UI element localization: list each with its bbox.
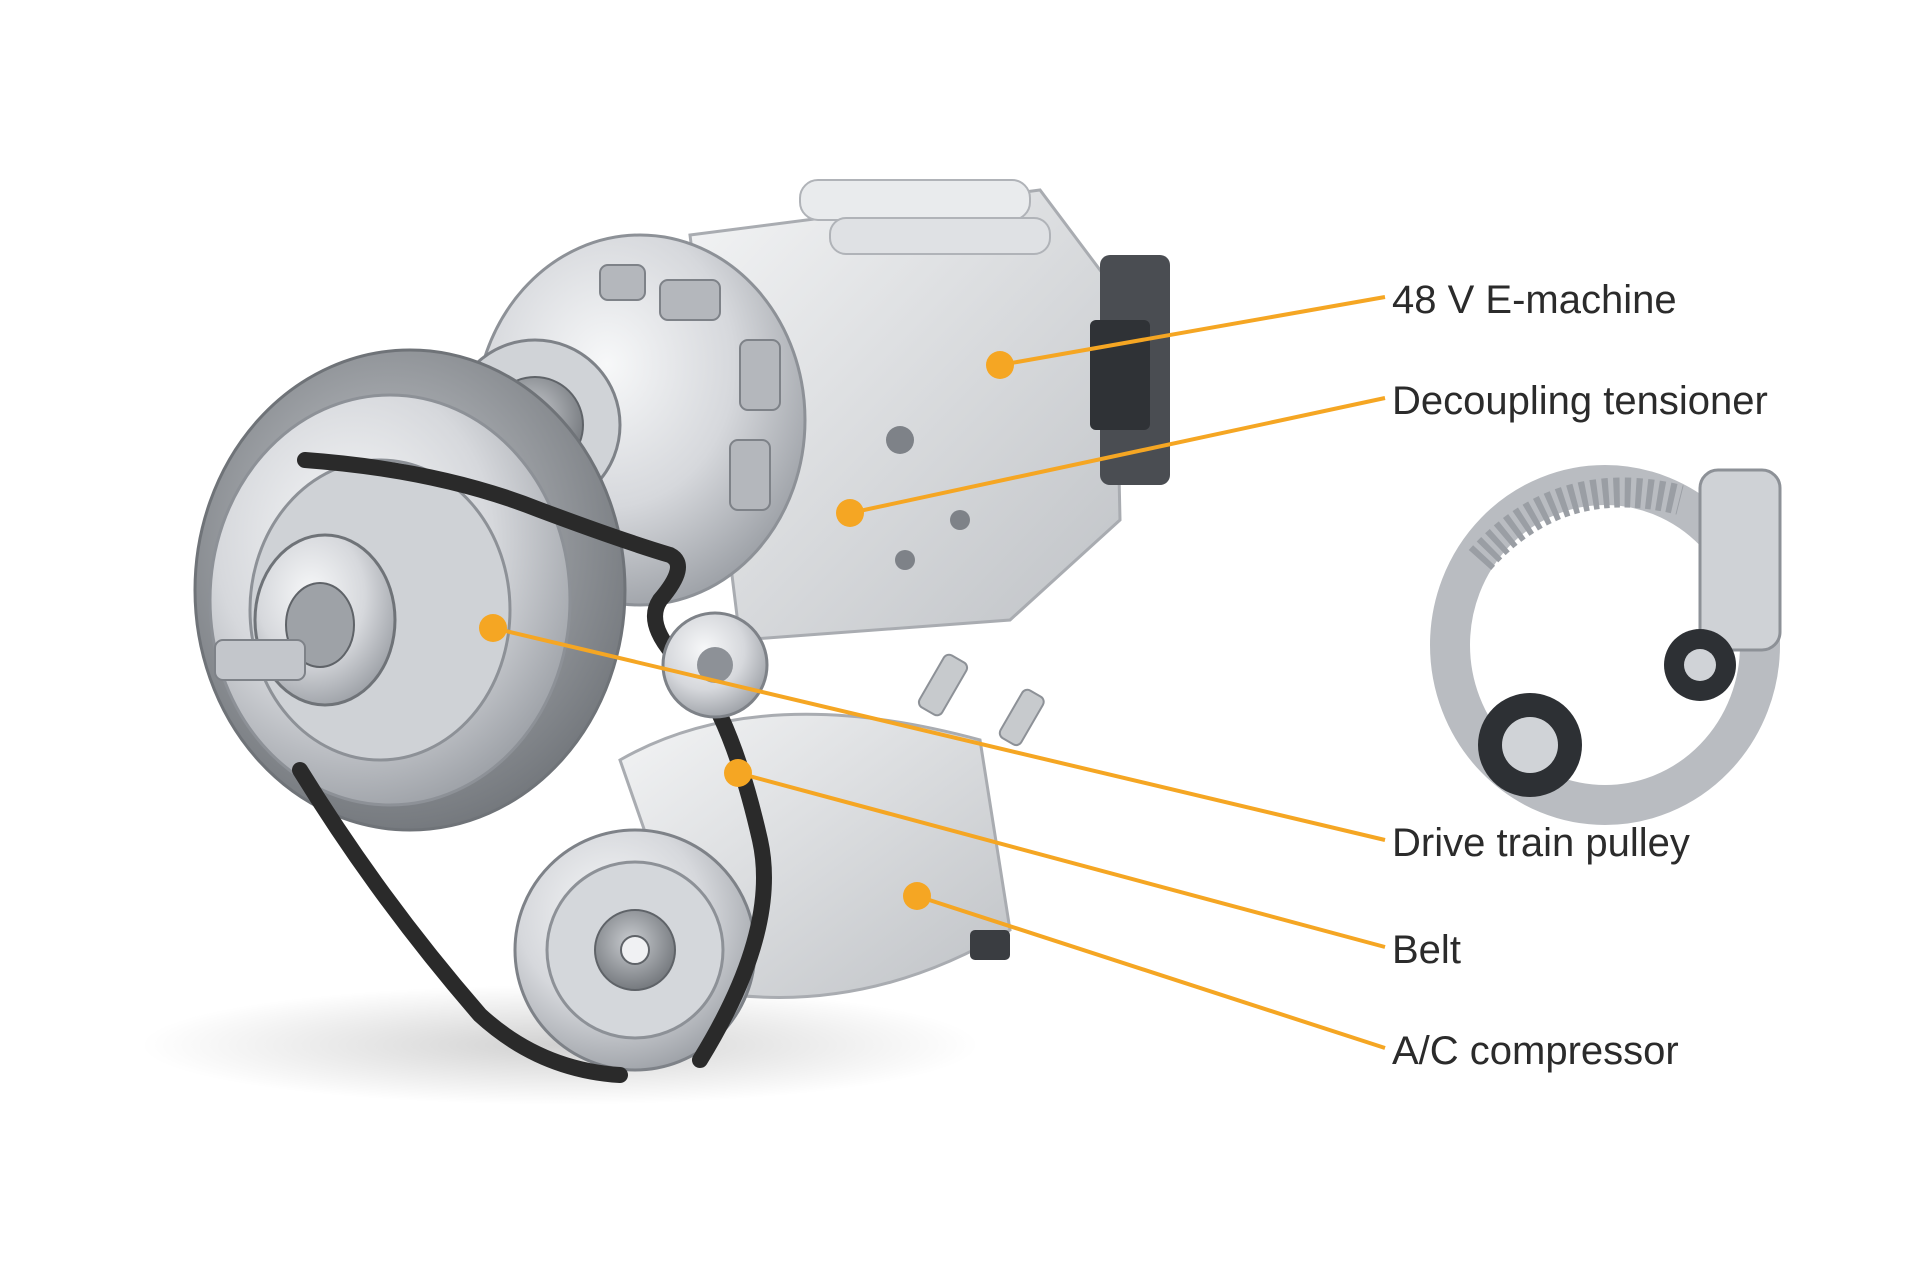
tensioner-arm xyxy=(661,611,769,719)
callout-lines xyxy=(492,295,1386,1050)
callout-line-drive-train-pulley xyxy=(492,626,1386,842)
callout-dot-e-machine xyxy=(986,351,1014,379)
callout-dot-drive-train-pulley xyxy=(479,614,507,642)
callout-line-belt xyxy=(737,771,1386,949)
label-ac-compressor: A/C compressor xyxy=(1392,1029,1679,1073)
label-decoupling-tensioner: Decoupling tensioner xyxy=(1392,379,1768,423)
callout-dots xyxy=(479,351,1014,910)
belt xyxy=(292,452,772,1083)
callout-dot-decoupling-tensioner xyxy=(836,499,864,527)
callout-line-decoupling-tensioner xyxy=(849,396,1386,515)
callout-dot-ac-compressor xyxy=(903,882,931,910)
decoupling-tensioner-inset xyxy=(1430,465,1782,825)
ac-compressor xyxy=(513,653,1045,1072)
callout-dot-belt xyxy=(724,759,752,787)
label-drive-train-pulley: Drive train pulley xyxy=(1392,821,1690,865)
callout-line-ac-compressor xyxy=(916,894,1386,1050)
callout-line-e-machine xyxy=(999,295,1386,367)
label-e-machine: 48 V E-machine xyxy=(1392,278,1677,322)
drive-train-pulley xyxy=(193,348,627,832)
label-belt: Belt xyxy=(1392,928,1461,972)
